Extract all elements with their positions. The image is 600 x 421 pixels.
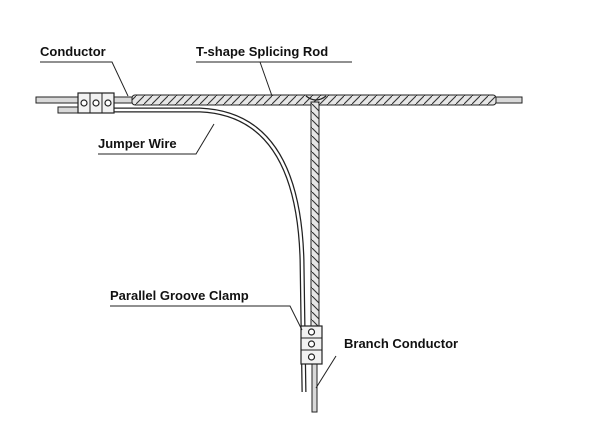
label-conductor: Conductor [40,44,106,59]
label-clamp: Parallel Groove Clamp [110,288,249,303]
label-branch-conductor: Branch Conductor [344,336,458,351]
parallel-groove-clamp-top [77,92,115,114]
jumper-wire [57,106,307,393]
leader-lines [40,61,352,389]
label-jumper-wire: Jumper Wire [98,136,177,151]
splicing-rod-vertical [305,95,327,335]
parallel-groove-clamp-branch [300,325,323,365]
label-splicing-rod: T-shape Splicing Rod [196,44,328,59]
